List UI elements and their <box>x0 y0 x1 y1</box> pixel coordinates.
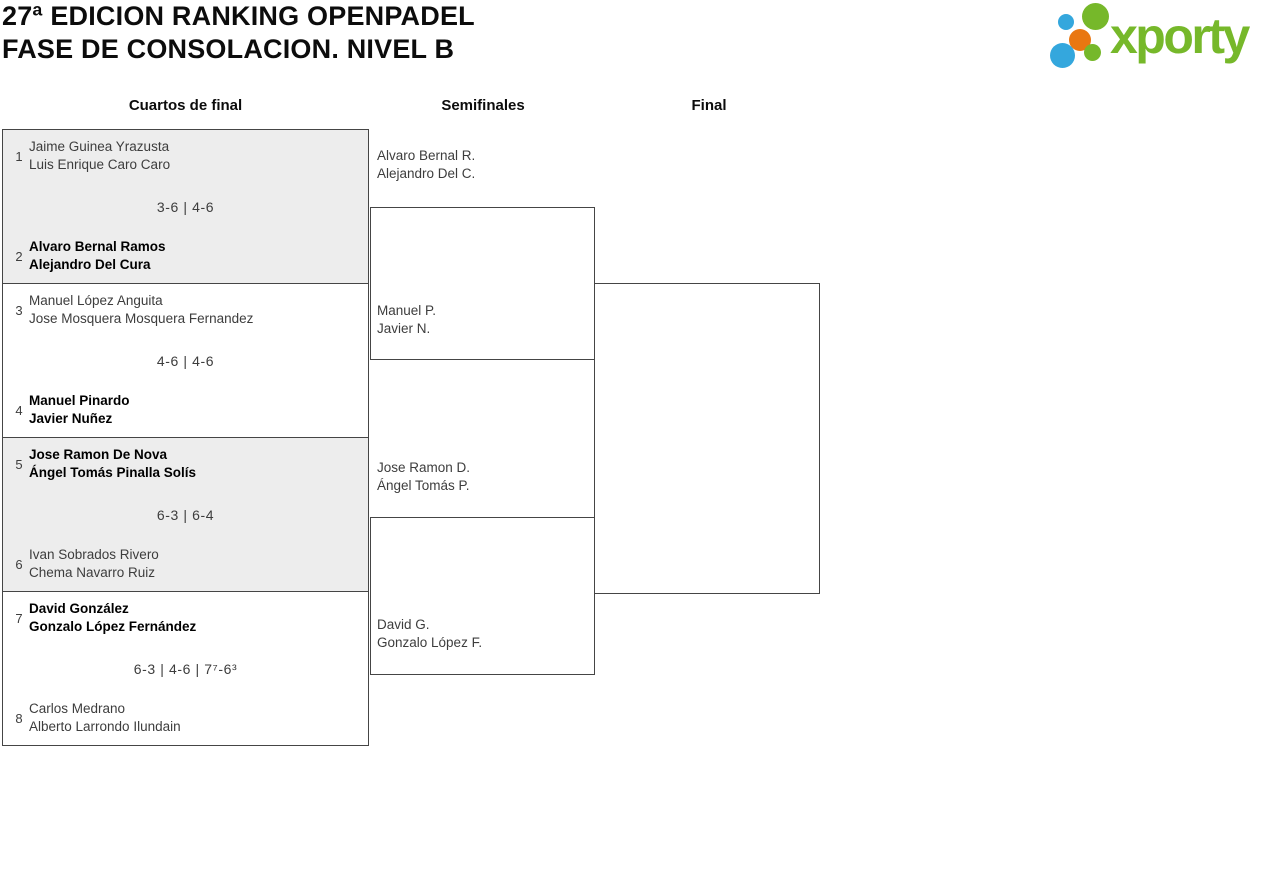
team-row: 8 Carlos Medrano Alberto Larrondo Ilunda… <box>9 700 362 736</box>
match-score: 3-6 | 4-6 <box>156 198 215 215</box>
seed-number: 7 <box>15 610 23 626</box>
quarterfinal-match-2: 3 Manuel López Anguita Jose Mosquera Mos… <box>3 284 368 438</box>
player-name: Jose Ramon De Nova <box>29 447 168 462</box>
page-title-line-1: 27ª EDICION RANKING OPENPADEL <box>2 1 475 31</box>
player-name: Jose Mosquera Mosquera Fernandez <box>29 311 254 326</box>
player-name: Jose Ramon D. <box>377 460 471 475</box>
page-title: 27ª EDICION RANKING OPENPADEL FASE DE CO… <box>2 0 475 66</box>
player-name: Manuel P. <box>377 303 437 318</box>
seed-number: 5 <box>15 456 23 472</box>
logo-dot-green-small-icon <box>1084 44 1101 61</box>
player-name: Gonzalo López F. <box>377 635 483 650</box>
seed-number: 1 <box>15 148 23 164</box>
player-name: Manuel López Anguita <box>29 293 163 308</box>
player-name: Ángel Tomás Pinalla Solís <box>29 465 197 480</box>
seed-number: 4 <box>15 402 23 418</box>
player-name: Manuel Pinardo <box>29 393 130 408</box>
logo-dot-green-large-icon <box>1082 3 1109 30</box>
semifinal-2-team-top: Jose Ramon D. Ángel Tomás P. <box>377 459 470 495</box>
match-score: 4-6 | 4-6 <box>156 352 215 369</box>
logo-dot-blue-small-icon <box>1058 14 1074 30</box>
seed-number: 2 <box>15 248 23 264</box>
semifinal-1-team-top: Alvaro Bernal R. Alejandro Del C. <box>377 147 475 183</box>
player-name: David González <box>29 601 129 616</box>
seed-number: 3 <box>15 302 23 318</box>
round-header-semifinals: Semifinales <box>441 97 525 114</box>
team-row: 1 Jaime Guinea Yrazusta Luis Enrique Car… <box>9 138 362 174</box>
quarterfinal-match-3: 5 Jose Ramon De Nova Ángel Tomás Pinalla… <box>3 438 368 592</box>
semifinal-1-team-bottom: Manuel P. Javier N. <box>377 302 436 338</box>
player-name: Ivan Sobrados Rivero <box>29 547 159 562</box>
quarterfinal-match-1: 1 Jaime Guinea Yrazusta Luis Enrique Car… <box>3 130 368 284</box>
xporty-logo[interactable]: xporty <box>1046 0 1278 74</box>
bracket-quarterfinals-column: 1 Jaime Guinea Yrazusta Luis Enrique Car… <box>2 129 369 746</box>
player-name: Alberto Larrondo Ilundain <box>29 719 181 734</box>
player-name: Luis Enrique Caro Caro <box>29 157 171 172</box>
player-name: Ángel Tomás P. <box>377 478 470 493</box>
logo-dot-blue-large-icon <box>1050 43 1075 68</box>
semifinal-2-team-bottom: David G. Gonzalo López F. <box>377 616 482 652</box>
page-title-line-2: FASE DE CONSOLACION. NIVEL B <box>2 34 455 64</box>
match-score: 6-3 | 6-4 <box>156 506 215 523</box>
player-name: Carlos Medrano <box>29 701 126 716</box>
player-name: Alvaro Bernal Ramos <box>29 239 166 254</box>
team-row: 4 Manuel Pinardo Javier Nuñez <box>9 392 362 428</box>
player-name: Chema Navarro Ruiz <box>29 565 156 580</box>
player-name: Alejandro Del Cura <box>29 257 151 272</box>
player-name: Alejandro Del C. <box>377 166 476 181</box>
team-row: 7 David González Gonzalo López Fernández <box>9 600 362 636</box>
seed-number: 8 <box>15 710 23 726</box>
logo-wordmark: xporty <box>1110 8 1250 64</box>
final-box <box>594 283 820 594</box>
player-name: Alvaro Bernal R. <box>377 148 476 163</box>
quarterfinal-match-4: 7 David González Gonzalo López Fernández… <box>3 592 368 745</box>
match-score: 6-3 | 4-6 | 7⁷-6³ <box>133 660 238 677</box>
player-name: Jaime Guinea Yrazusta <box>29 139 170 154</box>
round-header-quarterfinals: Cuartos de final <box>128 97 243 114</box>
player-name: Javier N. <box>377 321 431 336</box>
player-name: David G. <box>377 617 430 632</box>
team-row: 2 Alvaro Bernal Ramos Alejandro Del Cura <box>9 238 362 274</box>
player-name: Gonzalo López Fernández <box>29 619 197 634</box>
player-name: Javier Nuñez <box>29 411 113 426</box>
team-row: 6 Ivan Sobrados Rivero Chema Navarro Rui… <box>9 546 362 582</box>
team-row: 3 Manuel López Anguita Jose Mosquera Mos… <box>9 292 362 328</box>
team-row: 5 Jose Ramon De Nova Ángel Tomás Pinalla… <box>9 446 362 482</box>
seed-number: 6 <box>15 556 23 572</box>
round-header-final: Final <box>691 97 727 114</box>
semifinal-2-box <box>370 517 595 675</box>
